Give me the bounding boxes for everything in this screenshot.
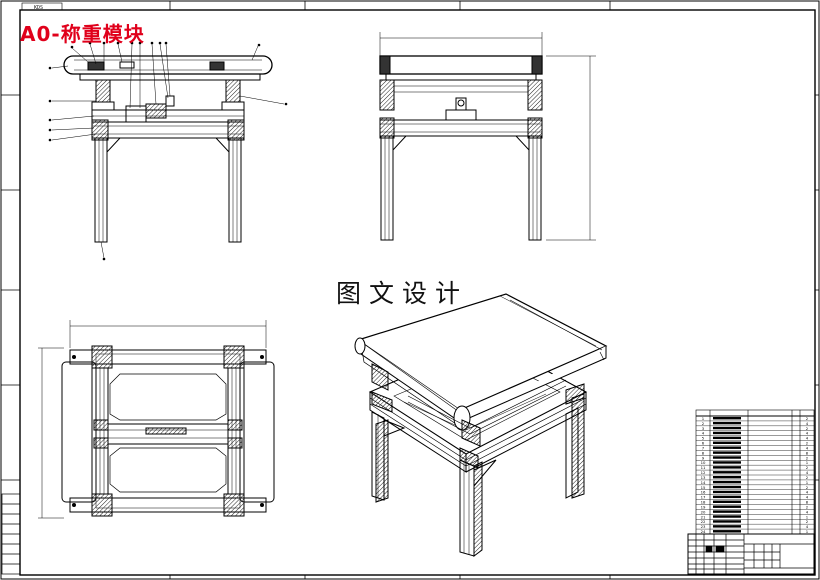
parts-row-name (713, 476, 741, 479)
isometric-view (354, 293, 608, 557)
parts-row-name (713, 441, 741, 444)
parts-row-number: 12 (701, 470, 706, 475)
parts-row-number: 1 (702, 416, 705, 421)
parts-row-qty: 8 (806, 500, 809, 505)
front-view (48, 41, 288, 261)
revision-strip (1, 493, 21, 575)
parts-row-name (713, 456, 741, 459)
parts-row-qty: 4 (806, 495, 809, 500)
parts-row-number: 2 (702, 421, 705, 426)
parts-row-name (713, 431, 741, 435)
parts-row-number: 15 (701, 485, 706, 490)
parts-row-qty: 4 (806, 470, 809, 475)
parts-row-name (713, 500, 741, 503)
parts-row-qty: 2 (806, 416, 809, 421)
parts-row-qty: 4 (806, 490, 809, 495)
parts-row-name (713, 421, 741, 425)
parts-row-name (713, 505, 741, 508)
watermark-text: 图文设计 (336, 279, 469, 308)
parts-row-number: 8 (702, 450, 705, 455)
parts-row-name (713, 436, 741, 440)
parts-row-qty: 2 (806, 519, 809, 524)
parts-row-qty: 1 (806, 514, 809, 519)
parts-row-name (713, 530, 741, 533)
parts-row-qty: 2 (806, 475, 809, 480)
parts-row-qty: 2 (806, 485, 809, 490)
parts-row-qty: 4 (806, 431, 809, 436)
parts-row-number: 9 (702, 455, 705, 460)
parts-row-qty: 4 (806, 421, 809, 426)
parts-row-number: 16 (701, 490, 706, 495)
parts-row-number: 13 (701, 475, 706, 480)
parts-row-name (713, 461, 741, 464)
parts-row-number: 22 (701, 519, 706, 524)
parts-row-qty: 8 (806, 450, 809, 455)
parts-row-name (713, 510, 741, 513)
parts-row-qty: 1 (806, 460, 809, 465)
parts-row-qty: 2 (806, 504, 809, 509)
parts-row-number: 14 (701, 480, 706, 485)
parts-row-name (713, 446, 741, 449)
parts-row-number: 21 (701, 514, 706, 519)
parts-row-qty: 4 (806, 445, 809, 450)
parts-row-number: 7 (702, 445, 705, 450)
parts-row-number: 5 (702, 436, 705, 441)
parts-row-number: 24 (701, 529, 706, 534)
corner-tag-box (21, 2, 63, 11)
parts-row-qty: 4 (806, 436, 809, 441)
parts-row-qty: 2 (806, 455, 809, 460)
side-view (379, 32, 596, 241)
parts-row-number: 3 (702, 426, 705, 431)
parts-row-number: 4 (702, 431, 705, 436)
parts-row-qty: 1 (806, 529, 809, 534)
parts-row-name (713, 490, 741, 494)
parts-row-name (713, 451, 741, 454)
parts-row-qty: 2 (806, 426, 809, 431)
parts-row-name (713, 485, 741, 489)
title-block (687, 533, 815, 575)
parts-row-number: 17 (701, 495, 706, 500)
parts-row-name (713, 417, 741, 420)
parts-row-number: 10 (701, 460, 706, 465)
parts-row-name (713, 480, 741, 484)
parts-row-number: 23 (701, 524, 706, 529)
parts-row-name (713, 525, 741, 528)
parts-row-qty: 4 (806, 524, 809, 529)
corner-tag: KDS (34, 5, 44, 11)
parts-row-name (713, 466, 741, 469)
parts-row-name (713, 495, 741, 499)
parts-row-number: 19 (701, 504, 706, 509)
parts-row-qty: 2 (806, 465, 809, 470)
parts-row-name (713, 515, 741, 518)
parts-row-name (713, 426, 741, 430)
parts-row-qty: 2 (806, 441, 809, 446)
parts-row-qty: 4 (806, 509, 809, 514)
parts-row-number: 18 (701, 500, 706, 505)
parts-row-number: 6 (702, 441, 705, 446)
top-view (38, 320, 275, 519)
parts-row-name (713, 471, 741, 474)
parts-row-qty: 1 (806, 480, 809, 485)
parts-row-number: 20 (701, 509, 706, 514)
drawing-title: A0-称重模块 (20, 22, 145, 46)
parts-row-name (713, 520, 741, 523)
parts-row-number: 11 (701, 465, 706, 470)
